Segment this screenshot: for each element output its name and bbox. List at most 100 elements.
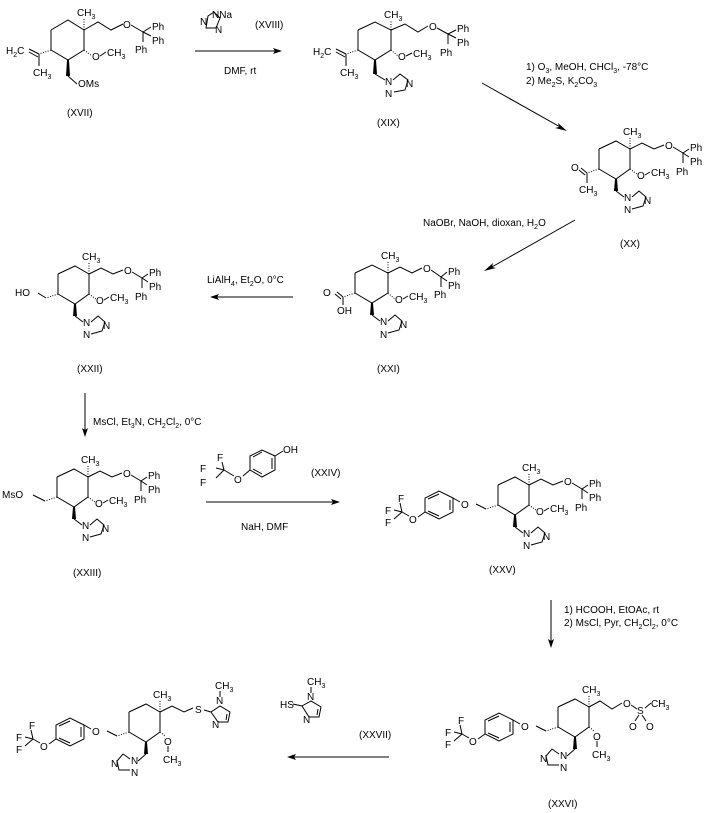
svg-text:S: S — [195, 705, 202, 716]
svg-text:N: N — [83, 330, 90, 341]
svg-text:Ph: Ph — [457, 24, 469, 35]
arrow-step-8 — [287, 754, 389, 760]
compound-label-xix: (XIX) — [377, 118, 400, 129]
svg-text:O: O — [629, 722, 637, 733]
svg-text:O: O — [164, 737, 172, 748]
arrow-step-3 — [484, 219, 576, 271]
svg-text:N: N — [216, 696, 223, 707]
svg-text:S: S — [637, 706, 644, 717]
svg-text:O: O — [395, 295, 403, 306]
svg-text:Ph: Ph — [457, 38, 469, 49]
svg-text:H2C: H2C — [313, 47, 331, 60]
svg-text:O: O — [521, 722, 529, 733]
svg-text:O: O — [409, 515, 417, 526]
svg-text:N: N — [380, 330, 387, 341]
svg-text:O: O — [564, 477, 572, 488]
svg-text:O: O — [637, 171, 645, 182]
svg-text:N: N — [103, 321, 110, 332]
svg-text:O: O — [623, 699, 631, 710]
conditions-step-1: DMF, rt — [224, 66, 256, 77]
svg-text:CH3: CH3 — [340, 68, 358, 81]
svg-text:N: N — [624, 205, 631, 216]
svg-text:O: O — [92, 727, 100, 738]
conditions-step-7a: 1) HCOOH, EtOAc, rt — [564, 605, 659, 616]
svg-text:N: N — [82, 521, 89, 532]
arrow-step-6 — [206, 499, 340, 505]
svg-text:F: F — [398, 494, 404, 505]
svg-text:Ph: Ph — [690, 157, 702, 168]
svg-text:O: O — [469, 737, 477, 748]
compound-label-xxi: (XXI) — [377, 364, 400, 375]
svg-text:CH3: CH3 — [381, 251, 399, 264]
svg-text:O: O — [123, 469, 131, 480]
reagent-xxvii: HS N N CH3 — [280, 677, 325, 726]
arrow-step-1 — [195, 48, 282, 54]
svg-text:N: N — [82, 533, 89, 544]
svg-text:Ph: Ph — [676, 167, 688, 178]
svg-text:HS: HS — [280, 700, 294, 711]
svg-text:N: N — [131, 756, 138, 767]
svg-text:Ph: Ph — [589, 493, 601, 504]
svg-text:N: N — [406, 79, 413, 90]
methyl-label: CH3 — [77, 8, 95, 21]
svg-text:Ph: Ph — [135, 292, 147, 303]
svg-text:Ph: Ph — [148, 471, 160, 482]
svg-text:CH3: CH3 — [215, 681, 233, 694]
svg-text:O: O — [323, 288, 331, 299]
svg-text:N: N — [83, 318, 90, 329]
reagent-xviii: NNa N N — [200, 10, 232, 36]
svg-text:F: F — [200, 478, 206, 489]
reagent-label-xviii: (XVIII) — [255, 20, 283, 31]
svg-text:CH3: CH3 — [81, 455, 99, 468]
phenyl-label: Ph — [152, 22, 164, 33]
compound-final: CH3 S N N CH3 O CH3 N N N O O F F — [16, 681, 233, 779]
compound-xxvi: CH3 O S CH3 O O O CH3 N N N O O F — [445, 685, 669, 774]
svg-text:F: F — [385, 506, 391, 517]
svg-text:O: O — [536, 507, 544, 518]
svg-text:N: N — [303, 715, 310, 726]
reagent-label-xxiv: (XXIV) — [311, 468, 340, 479]
conditions-step-4: LiAlH4, Et2O, 0°C — [207, 275, 284, 288]
compound-label-xx: (XX) — [620, 239, 640, 250]
svg-text:CH3: CH3 — [413, 49, 431, 62]
compound-xix: CH3 O Ph Ph Ph O CH3 N N N H2C CH3 — [313, 10, 469, 100]
svg-text:O: O — [461, 500, 469, 511]
conditions-step-6: NaH, DMF — [241, 522, 288, 533]
svg-text:O: O — [593, 732, 601, 743]
svg-text:O: O — [234, 475, 242, 486]
compound-label-xxii: (XXII) — [77, 364, 103, 375]
compound-xxi: CH3 O Ph Ph Ph O CH3 N N N O OH — [323, 251, 460, 341]
svg-text:CH3: CH3 — [82, 252, 100, 265]
svg-text:N: N — [624, 193, 631, 204]
svg-text:N: N — [540, 754, 547, 765]
svg-text:CH3: CH3 — [579, 185, 597, 198]
svg-text:N: N — [111, 759, 118, 770]
svg-text:N: N — [307, 692, 314, 703]
arrow-step-2 — [481, 82, 567, 131]
phenyl-label: Ph — [135, 45, 147, 56]
compound-label-xxvi: (XXVI) — [548, 799, 577, 810]
svg-text:CH3: CH3 — [307, 677, 325, 690]
svg-text:CH3: CH3 — [163, 755, 181, 768]
reagent-xxiv: OH O F F F — [200, 445, 298, 489]
svg-text:N: N — [212, 720, 219, 731]
svg-text:F: F — [200, 464, 206, 475]
svg-text:N: N — [102, 524, 109, 535]
svg-text:OH: OH — [283, 445, 298, 456]
svg-text:O: O — [96, 296, 104, 307]
svg-text:N: N — [543, 532, 550, 543]
svg-text:N: N — [215, 25, 222, 36]
svg-text:O: O — [423, 264, 431, 275]
svg-text:Ph: Ph — [149, 268, 161, 279]
svg-text:F: F — [16, 745, 22, 756]
svg-text:Ph: Ph — [434, 290, 446, 301]
conditions-step-5: MsCl, Et3N, CH2Cl2, 0°C — [93, 417, 202, 430]
reagent-label-xxvii: (XXVII) — [359, 730, 391, 741]
svg-text:O: O — [40, 742, 48, 753]
svg-text:HO: HO — [15, 288, 30, 299]
compound-label-xxiii: (XXIII) — [73, 568, 101, 579]
svg-text:Ph: Ph — [134, 495, 146, 506]
svg-text:O: O — [646, 722, 654, 733]
compound-label-xxv: (XXV) — [489, 565, 516, 576]
svg-text:Ph: Ph — [149, 282, 161, 293]
